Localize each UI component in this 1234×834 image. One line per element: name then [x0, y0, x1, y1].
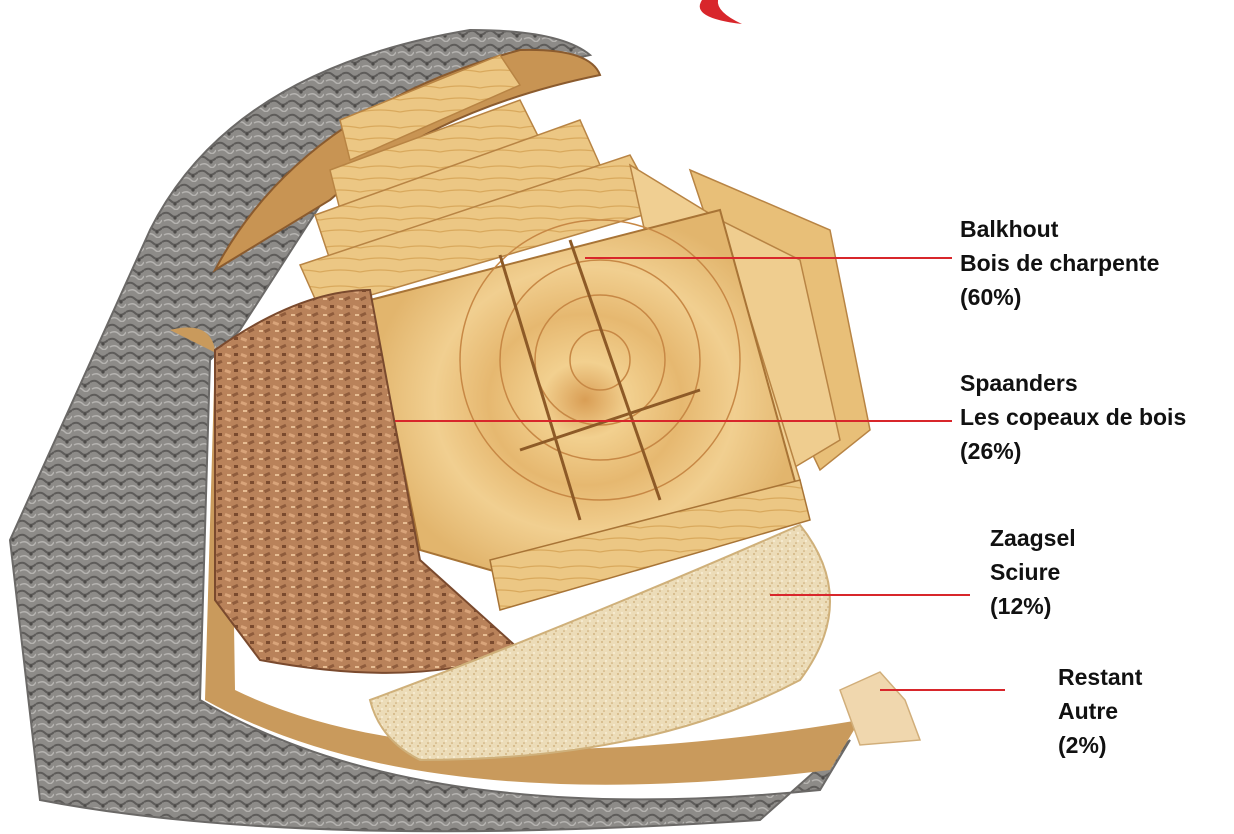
callout-timber-name: Balkhout	[960, 212, 1159, 246]
offcut-section	[840, 672, 920, 745]
callout-chips-share: (26%)	[960, 434, 1186, 468]
callout-sawdust-name: Zaagsel	[990, 521, 1076, 555]
callout-timber-share: (60%)	[960, 280, 1159, 314]
callout-sawdust-name-fr: Sciure	[990, 555, 1076, 589]
callout-remainder-name: Restant	[1058, 660, 1142, 694]
callout-sawdust: Zaagsel Sciure (12%)	[990, 521, 1076, 623]
callout-chips-name: Spaanders	[960, 366, 1186, 400]
logo-fragment-icon	[700, 0, 742, 24]
callout-chips: Spaanders Les copeaux de bois (26%)	[960, 366, 1186, 468]
callout-timber-name-fr: Bois de charpente	[960, 246, 1159, 280]
callout-sawdust-share: (12%)	[990, 589, 1076, 623]
callout-remainder-name-fr: Autre	[1058, 694, 1142, 728]
callout-remainder: Restant Autre (2%)	[1058, 660, 1142, 762]
callout-chips-name-fr: Les copeaux de bois	[960, 400, 1186, 434]
callout-timber: Balkhout Bois de charpente (60%)	[960, 212, 1159, 314]
callout-remainder-share: (2%)	[1058, 728, 1142, 762]
